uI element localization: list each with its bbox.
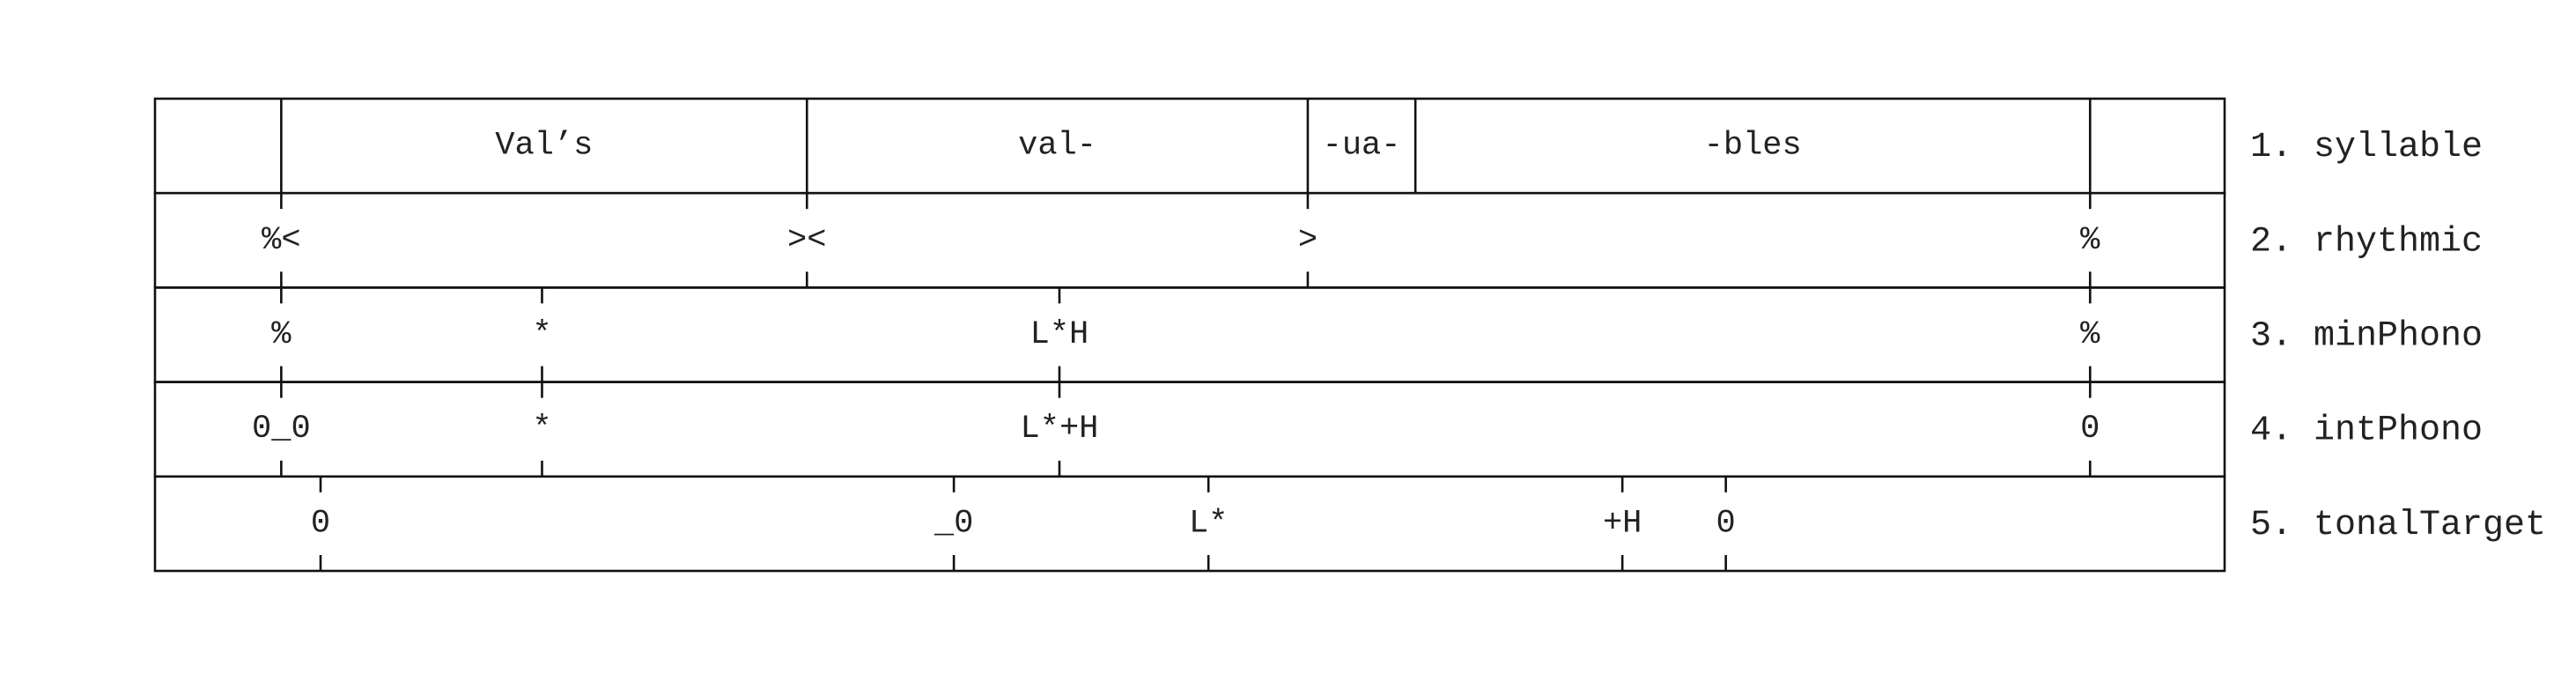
tier-4-box — [153, 381, 2226, 478]
point-annotation-label: > — [1298, 222, 1318, 259]
point-annotation-label: 0 — [311, 505, 330, 542]
tier-5-box — [153, 475, 2226, 573]
point-annotation-label: _0 — [934, 505, 973, 542]
tier-3-box — [153, 286, 2226, 383]
point-annotation-label: L*+H — [1021, 411, 1099, 448]
tier-name-label: 2. rhythmic — [2250, 222, 2483, 262]
point-annotation-label: %< — [262, 222, 300, 259]
point-annotation-label: L* — [1189, 505, 1228, 542]
point-annotation-label: * — [532, 411, 551, 448]
syllable-interval-label: Val’s — [495, 128, 593, 165]
point-annotation-label: 0 — [2080, 411, 2100, 448]
tier-2-box — [153, 191, 2226, 289]
tier-name-label: 3. minPhono — [2250, 317, 2483, 357]
point-annotation-label: >< — [787, 222, 826, 259]
point-annotation-label: +H — [1603, 505, 1642, 542]
tier-name-label: 5. tonalTarget — [2250, 506, 2546, 545]
point-annotation-label: 0 — [1716, 505, 1736, 542]
point-annotation-label: % — [2080, 316, 2100, 353]
syllable-interval-label: -bles — [1704, 128, 1802, 165]
syllable-interval-label: -ua- — [1323, 128, 1401, 165]
point-annotation-label: 0_0 — [252, 411, 311, 448]
tier-labels: 1. syllable 2. rhythmic 3. minPhono 4. intP… — [2250, 128, 2546, 545]
point-annotation-label: * — [532, 316, 551, 353]
tier-name-label: 4. intPhono — [2250, 411, 2483, 451]
point-annotation-label: % — [271, 316, 292, 353]
tier-name-label: 1. syllable — [2250, 128, 2483, 167]
point-annotation-label: L*H — [1030, 316, 1089, 353]
syllable-interval-label: val- — [1018, 128, 1096, 165]
tier-boxes — [153, 97, 2226, 573]
point-annotation-label: % — [2080, 222, 2100, 259]
tier-1-box — [153, 97, 2226, 195]
